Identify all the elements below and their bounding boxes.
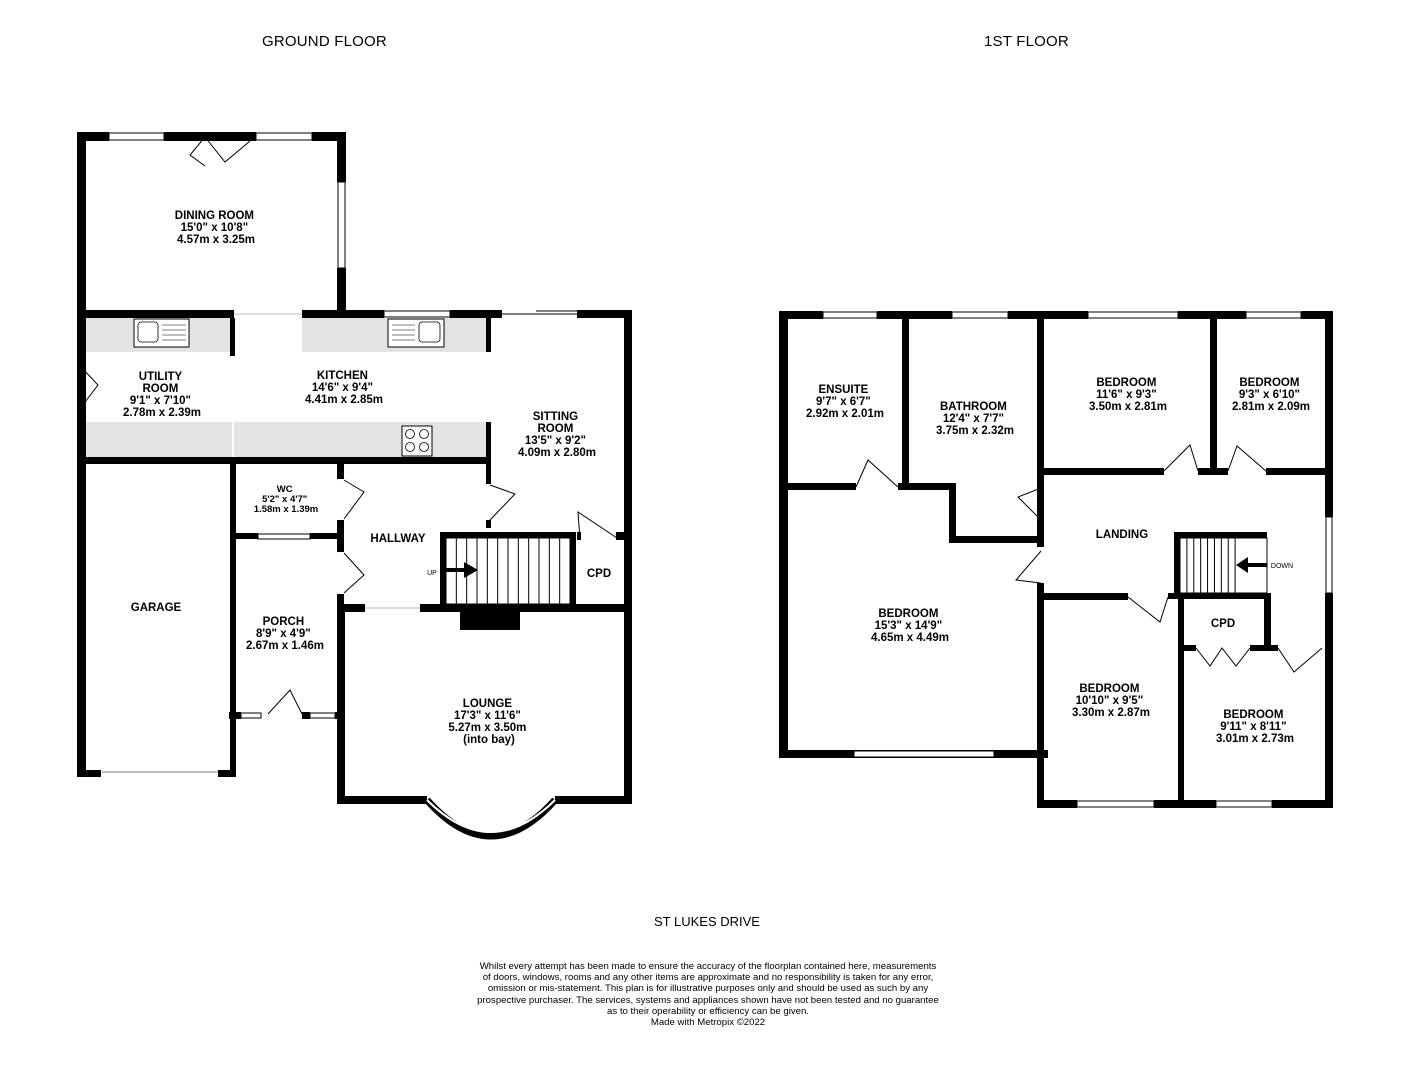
first-windows — [822, 311, 1333, 808]
disclaimer-line: Whilst every attempt has been made to en… — [479, 961, 937, 972]
first-floor-title: 1ST FLOOR — [984, 33, 1069, 50]
ground-doors — [79, 136, 618, 715]
bedroom-d-label: BEDROOM 9'11" x 8'11" 3.01m x 2.73m — [1216, 709, 1294, 745]
first-stairs — [1179, 537, 1268, 594]
utility-room-label: UTILITY ROOM 9'1" x 7'10" 2.78m x 2.39m — [123, 371, 201, 419]
garage-label: GARAGE — [131, 602, 182, 614]
utility-sink — [133, 318, 190, 348]
hallway-label: HALLWAY — [370, 533, 425, 545]
ground-walls — [77, 132, 632, 804]
first-floor-plan — [779, 311, 1333, 808]
disclaimer-line: prospective purchaser. The services, sys… — [477, 994, 939, 1006]
ground-cpd-label: CPD — [587, 568, 611, 580]
lounge-label: LOUNGE 17'3" x 11'6" 5.27m x 3.50m (into… — [448, 698, 529, 746]
dining-room-label: DINING ROOM 15'0" x 10'8" 4.57m x 3.25m — [175, 210, 257, 246]
ensuite-label: ENSUITE 9'7" x 6'7" 2.92m x 2.01m — [806, 384, 884, 420]
porch-label: PORCH 8'9" x 4'9" 2.67m x 1.46m — [246, 616, 324, 652]
utility-counter-bottom — [86, 422, 232, 458]
ground-floor-title: GROUND FLOOR — [262, 33, 387, 50]
disclaimer-line: of doors, windows, rooms and any other i… — [482, 972, 934, 984]
room-labels: DINING ROOM 15'0" x 10'8" 4.57m x 3.25m … — [123, 210, 1310, 746]
stairs-down-label: DOWN — [1271, 563, 1293, 570]
stairs-up-label: UP — [427, 570, 437, 577]
bedroom-c-label: BEDROOM 10'10" x 9'5" 3.30m x 2.87m — [1072, 683, 1150, 719]
disclaimer-line: as to their operability or efficiency ca… — [607, 1005, 809, 1017]
disclaimer-credit: Made with Metropix ©2022 — [650, 1017, 766, 1029]
ground-windows — [108, 132, 451, 719]
wc-label: WC 5'2" x 4'7" 1.58m x 1.39m — [254, 484, 318, 515]
main-bedroom-label: BEDROOM 15'3" x 14'9" 4.65m x 4.49m — [871, 608, 949, 644]
disclaimer-line: omission or mis-statement. This plan is … — [487, 983, 929, 995]
ground-stairs — [444, 537, 571, 605]
landing-label: LANDING — [1096, 529, 1148, 541]
kitchen-counter-bottom — [234, 422, 490, 458]
kitchen-label: KITCHEN 14'6" x 9'4" 4.41m x 2.85m — [305, 370, 383, 406]
bedroom-a-label: BEDROOM 11'6" x 9'3" 3.50m x 2.81m — [1089, 377, 1167, 413]
sitting-room-label: SITTING ROOM 13'5" x 9'2" 4.09m x 2.80m — [518, 411, 596, 459]
first-cpd-label: CPD — [1211, 618, 1235, 630]
kitchen-sink — [387, 318, 445, 348]
first-doors — [855, 444, 1323, 673]
kitchen-hob — [401, 425, 433, 457]
ground-floor-plan — [77, 132, 632, 840]
disclaimer: Whilst every attempt has been made to en… — [440, 961, 976, 1028]
bedroom-b-label: BEDROOM 9'3" x 6'10" 2.81m x 2.09m — [1232, 377, 1310, 413]
street-name: ST LUKES DRIVE — [654, 914, 760, 929]
lounge-bay-window — [424, 797, 558, 840]
bathroom-label: BATHROOM 12'4" x 7'7" 3.75m x 2.32m — [936, 401, 1014, 437]
